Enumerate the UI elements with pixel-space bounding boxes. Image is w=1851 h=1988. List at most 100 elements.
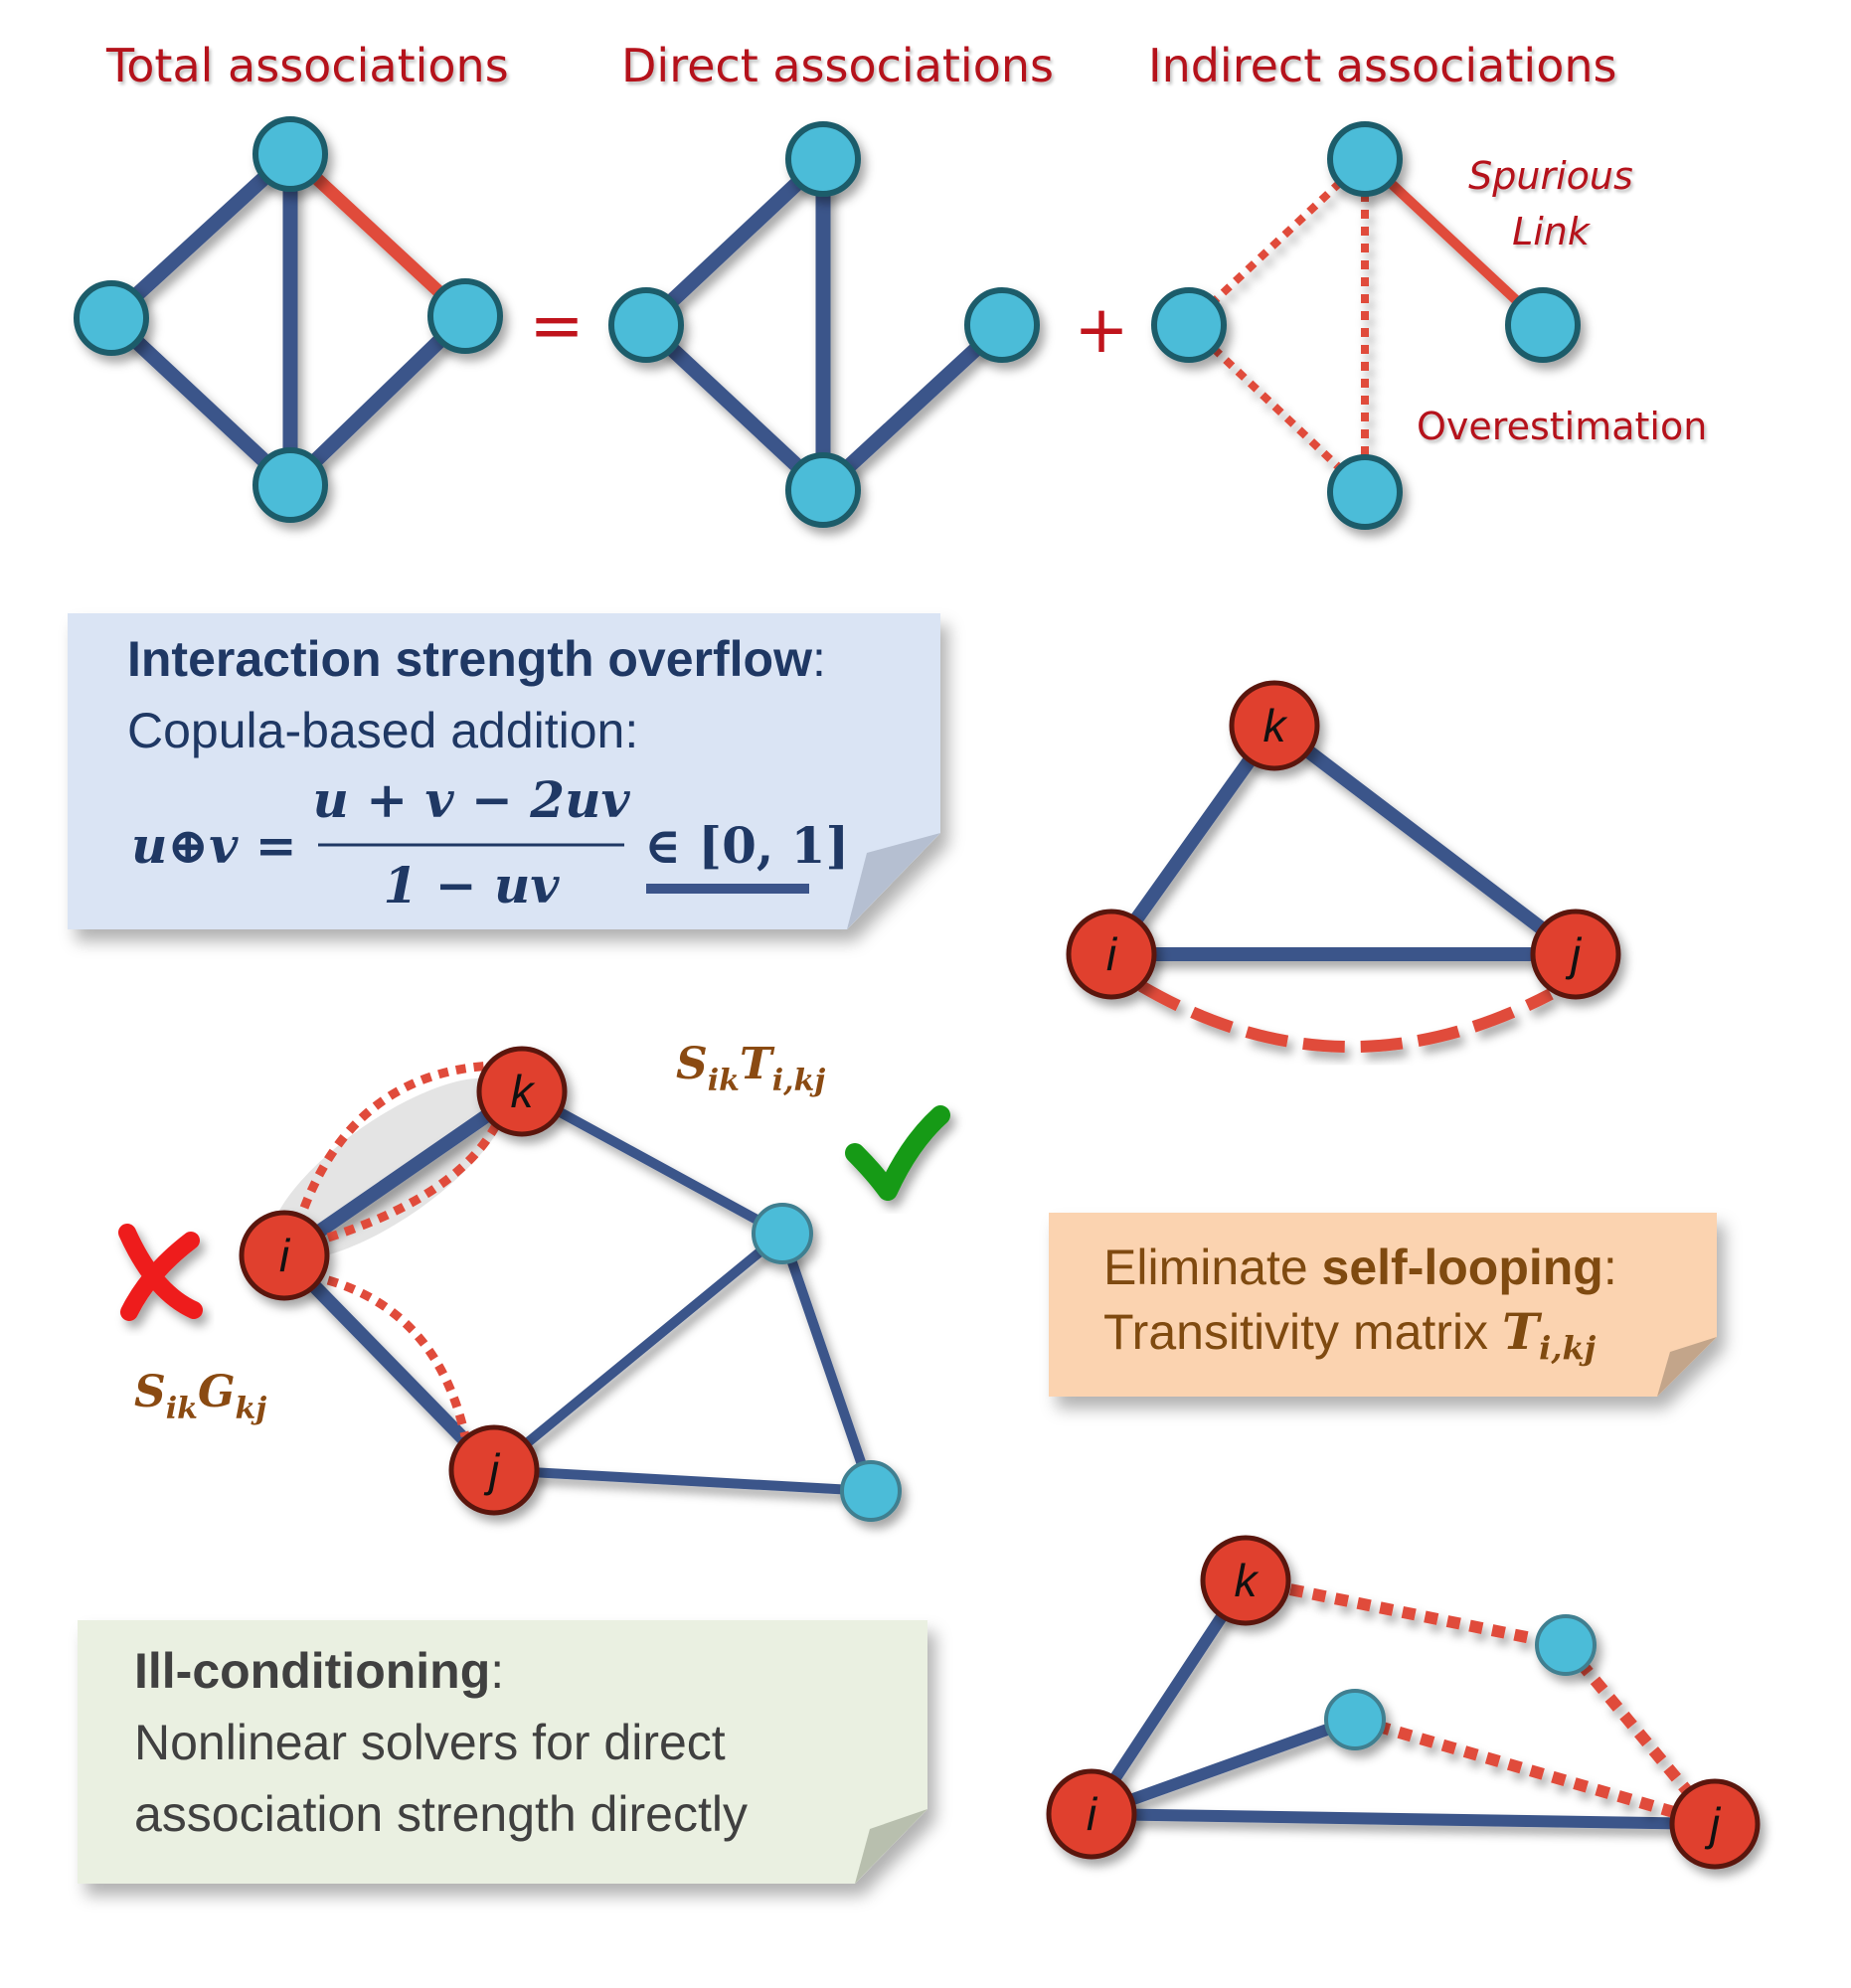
- overflow-note-colon: :: [812, 631, 826, 687]
- selfloop-note-colon: :: [1603, 1240, 1617, 1295]
- formula-correct-t: T: [740, 1039, 775, 1089]
- low-edge-i-n1: [1086, 1714, 1361, 1820]
- low-edge-i-j: [1086, 1808, 1721, 1830]
- ill-note-colon: :: [490, 1643, 504, 1699]
- overestimation-label: Overestimation: [1417, 405, 1707, 448]
- triangle-graph-lower: k i j: [1046, 1535, 1761, 1870]
- ill-note-title-line: Ill-conditioning:: [134, 1643, 504, 1699]
- selfloop-note-prefix: Eliminate: [1103, 1240, 1322, 1295]
- formula-correct-sub1: ik: [708, 1064, 740, 1098]
- selfloop-note-line1: Eliminate self-looping:: [1103, 1240, 1617, 1295]
- self-loop-dotted-lower: [326, 1111, 507, 1242]
- spurious-label-line1: Spurious: [1468, 154, 1633, 198]
- tri-node-i: [1066, 909, 1157, 1000]
- overflow-note-title-line: Interaction strength overflow:: [127, 631, 826, 687]
- header-total-associations: Total associations: [105, 39, 509, 92]
- total-node-right: [427, 278, 503, 354]
- total-node-bottom: [252, 447, 328, 523]
- selfloop-note: Eliminate self-looping: Transitivity mat…: [1049, 1213, 1717, 1397]
- low-node-k-label: k: [1235, 1555, 1260, 1606]
- low-node-n2: [1535, 1614, 1597, 1676]
- total-edge-left-bottom: [103, 310, 298, 493]
- total-graph: [74, 116, 503, 523]
- indirect-graph: [1151, 121, 1581, 530]
- formula-correct-s: S: [676, 1039, 708, 1089]
- header-direct-associations: Direct associations: [621, 39, 1054, 92]
- overflow-note-title: Interaction strength overflow: [127, 631, 812, 687]
- formula-wrong-sub2: kj: [236, 1392, 267, 1426]
- direct-node-bottom: [785, 452, 861, 528]
- selfloop-note-background: [1049, 1213, 1717, 1397]
- plus-sign: +: [1074, 291, 1128, 368]
- total-edge-top-right: [283, 147, 472, 323]
- low-node-i-label: i: [1087, 1788, 1098, 1840]
- mid-node-i: [239, 1210, 330, 1301]
- selfloop-note-bold: self-looping: [1322, 1240, 1603, 1295]
- formula-wrong: SikGkj: [134, 1367, 266, 1426]
- tri-node-k: [1229, 680, 1320, 771]
- direct-edge-top-left: [638, 151, 831, 333]
- direct-edge-left-bottom: [638, 317, 831, 498]
- formula-wrong-s: S: [134, 1367, 166, 1417]
- ill-conditioning-note: Ill-conditioning: Nonlinear solvers for …: [78, 1620, 927, 1884]
- mid-node-n1: [752, 1203, 813, 1264]
- overflow-note-folded-corner: [847, 833, 940, 929]
- selfloop-note-folded-corner: [1657, 1337, 1717, 1397]
- mid-node-j: [448, 1424, 540, 1516]
- low-node-i: [1046, 1768, 1137, 1860]
- selfloop-note-subscript: i,kj: [1539, 1329, 1596, 1367]
- overflow-note-line2: Copula-based addition:: [127, 703, 638, 758]
- triangle-graph-upper: k i j: [1066, 680, 1621, 1053]
- ill-note-title: Ill-conditioning: [134, 1643, 490, 1699]
- mid-node-k-label: k: [511, 1066, 536, 1117]
- formula-range: ∈ [0, 1]: [644, 816, 849, 875]
- formula-numerator: u + v − 2uv: [312, 770, 630, 829]
- indirect-node-right: [1505, 287, 1581, 363]
- total-edge-right-bottom: [282, 308, 473, 493]
- mid-edge-i-k: [277, 1084, 529, 1262]
- ill-note-background: [78, 1620, 927, 1884]
- tri-edge-k-j: [1267, 719, 1583, 961]
- self-loop-dotted-upper: [293, 1061, 493, 1227]
- equals-sign: =: [529, 287, 584, 364]
- mid-edge-i-j-dotted: [326, 1275, 470, 1437]
- tri-edge-k-i: [1104, 719, 1281, 961]
- low-edge-n1-j-dotted: [1353, 1714, 1717, 1830]
- tri-node-i-label: i: [1106, 928, 1118, 980]
- tri-node-j: [1530, 909, 1621, 1000]
- overflow-note: Interaction strength overflow: Copula-ba…: [68, 613, 940, 929]
- check-icon: [845, 1105, 950, 1201]
- overflow-note-background: [68, 613, 940, 929]
- indirect-edge-top-left-dotted: [1186, 156, 1368, 328]
- mid-node-k: [476, 1046, 568, 1137]
- ill-note-line2: Nonlinear solvers for direct: [134, 1715, 726, 1770]
- low-node-j: [1669, 1778, 1761, 1870]
- formula-lhs: u⊕v =: [131, 816, 297, 875]
- direct-node-left: [608, 287, 684, 363]
- ill-note-folded-corner: [855, 1809, 927, 1884]
- direct-node-right: [964, 287, 1040, 363]
- direct-graph: [608, 121, 1040, 528]
- mid-node-i-label: i: [279, 1230, 291, 1281]
- mid-edge-j-n2: [489, 1465, 876, 1496]
- total-edge-top-left: [103, 146, 298, 326]
- formula-wrong-sub1: ik: [166, 1392, 198, 1426]
- indirect-node-top: [1327, 121, 1403, 197]
- indirect-edge-left-bottom-dotted: [1186, 322, 1368, 495]
- selfloop-note-symbol: T: [1502, 1302, 1543, 1361]
- header-indirect-associations: Indirect associations: [1148, 39, 1616, 92]
- formula-wrong-g: G: [198, 1367, 236, 1417]
- low-edge-k-n2-dotted: [1244, 1574, 1568, 1651]
- mid-edge-n1-n2: [777, 1229, 876, 1496]
- tri-edge-i-j-dashed-arc: [1137, 980, 1554, 1053]
- formula-correct: SikTi,kj: [676, 1039, 825, 1098]
- low-edge-k-i: [1086, 1574, 1252, 1820]
- indirect-node-bottom: [1327, 454, 1403, 530]
- low-node-n1: [1324, 1689, 1386, 1750]
- ill-note-line3: association strength directly: [134, 1786, 748, 1842]
- indirect-edge-spurious-link: [1360, 154, 1548, 330]
- low-node-k: [1200, 1535, 1291, 1626]
- self-loop-highlight: [270, 1077, 509, 1260]
- total-node-top: [252, 116, 328, 192]
